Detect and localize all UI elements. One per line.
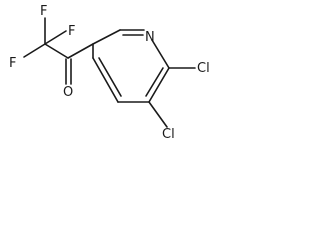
bond-ring-c3-c2 — [92, 29, 121, 45]
atom-labels: F F F O N Cl Cl — [9, 4, 210, 142]
bond-ring-chlorine-lower — [148, 101, 168, 128]
bond-ring-c6-c5-inner — [145, 67, 164, 97]
atom-label-fluorine-top: F — [40, 4, 47, 19]
atom-label-fluorine-right: F — [68, 24, 75, 39]
atom-label-nitrogen: N — [145, 30, 155, 45]
bonds — [23, 17, 196, 128]
bond-cf3-f-left — [23, 43, 46, 58]
bond-ring-c4-c3-inner — [98, 57, 122, 97]
atom-label-oxygen: O — [63, 85, 73, 100]
bond-cf3-f-right — [44, 30, 67, 45]
atom-label-fluorine-left: F — [9, 56, 16, 71]
bond-ring-n-c6 — [151, 39, 170, 69]
atom-label-chlorine-lower: Cl — [162, 127, 175, 142]
atom-label-chlorine-upper: Cl — [197, 61, 210, 76]
bond-ring-c4-c3 — [92, 57, 119, 103]
bond-cf3-carbonyl — [44, 43, 69, 59]
bond-carbonyl-ring — [67, 43, 94, 59]
bond-ring-c6-c5 — [148, 67, 170, 103]
structural-formula: F F F O N Cl Cl — [9, 4, 210, 142]
